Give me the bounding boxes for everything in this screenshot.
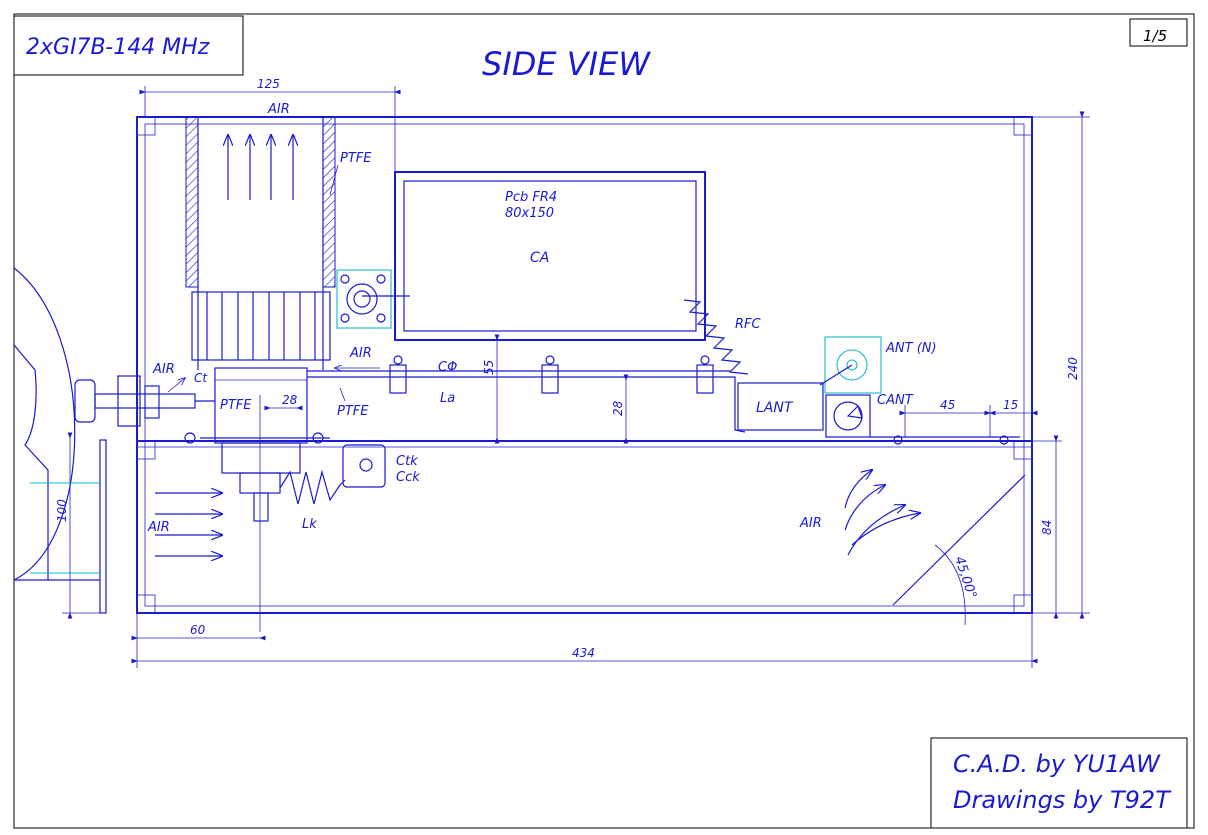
label-cant: CANT xyxy=(877,393,914,408)
label-ctk: Ctk xyxy=(396,454,418,469)
pcb-ca xyxy=(394,171,706,341)
dim-240: 240 xyxy=(1066,357,1080,380)
dim-60: 60 xyxy=(190,623,206,637)
label-air-mid: AIR xyxy=(349,346,372,361)
label-la: La xyxy=(440,391,455,406)
air-arrows-left xyxy=(155,493,222,556)
chimney xyxy=(185,116,336,370)
credits-line2: Drawings by T92T xyxy=(953,786,1172,814)
sheet-border xyxy=(13,13,1195,829)
label-pcb-line1: Pcb FR4 xyxy=(505,190,557,205)
label-lant: LANT xyxy=(756,400,794,416)
dimension-lines xyxy=(62,86,1090,668)
label-air-bottom-left: AIR xyxy=(147,520,170,535)
label-ant-n: ANT (N) xyxy=(885,341,937,356)
input-connector xyxy=(336,269,410,329)
dim-100: 100 xyxy=(55,499,69,522)
tube-socket xyxy=(184,367,330,632)
dim-125: 125 xyxy=(257,77,280,91)
label-lk: Lk xyxy=(302,517,317,532)
drawing-title: 2xGI7B-144 MHz xyxy=(26,35,210,60)
ctk-bracket xyxy=(342,444,386,488)
enclosure xyxy=(136,116,1033,614)
air-arrows-right xyxy=(844,470,920,556)
label-pcb-line2: 80x150 xyxy=(505,206,554,221)
label-ca: CA xyxy=(530,250,549,266)
ant-connector xyxy=(819,336,882,394)
tuning-shaft xyxy=(74,375,215,427)
label-air-bottom-right: AIR xyxy=(799,516,822,531)
cathode-coil xyxy=(279,469,346,505)
label-ptfe-top: PTFE xyxy=(340,151,372,166)
label-air-left: AIR xyxy=(152,362,175,377)
dim-15: 15 xyxy=(1003,398,1018,412)
label-ct: Ct xyxy=(194,371,208,385)
credits-block: C.A.D. by YU1AW Drawings by T92T xyxy=(930,737,1188,829)
dim-55: 55 xyxy=(482,360,496,375)
credits-line1: C.A.D. by YU1AW xyxy=(953,750,1161,778)
dim-84: 84 xyxy=(1040,520,1054,535)
title-block: 2xGI7B-144 MHz xyxy=(13,15,244,76)
label-angle: 45,00° xyxy=(951,555,979,601)
label-ptfe-mid: PTFE xyxy=(337,404,369,419)
lant-cant xyxy=(730,376,1020,445)
blower-outline xyxy=(13,267,107,614)
sheet-number: 1/5 xyxy=(1143,27,1167,45)
view-title: SIDE VIEW xyxy=(482,45,651,83)
label-air-top: AIR xyxy=(267,102,290,117)
dim-434: 434 xyxy=(572,646,595,660)
dim-28-top: 28 xyxy=(282,393,298,407)
dim-28-mid: 28 xyxy=(611,400,625,416)
label-ptfe-left: PTFE xyxy=(220,398,252,413)
label-rfc: RFC xyxy=(735,317,762,332)
dim-45: 45 xyxy=(940,398,955,412)
sheet-number-block: 1/5 xyxy=(1129,18,1188,47)
label-cf: CΦ xyxy=(438,360,457,375)
anode-line xyxy=(307,355,730,394)
rfc-coil xyxy=(683,299,749,375)
label-cck: Cck xyxy=(396,470,420,485)
